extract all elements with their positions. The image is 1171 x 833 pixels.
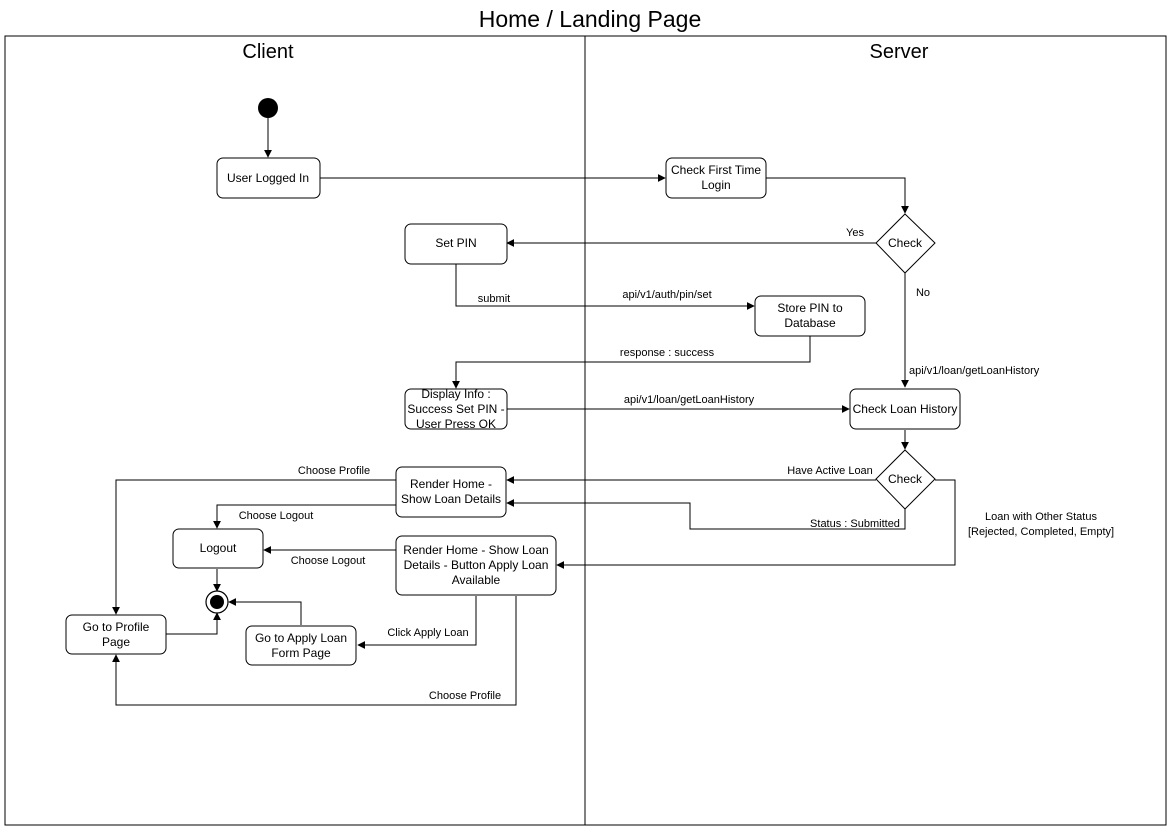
node-check-first-time-login: Check First Time Login: [665, 157, 767, 199]
edge-label-response-success: response : success: [620, 347, 715, 359]
node-render-home-apply-loan: Render Home - Show Loan Details - Button…: [395, 535, 557, 596]
node-render-home-apply-line-1: Render Home - Show Loan: [403, 543, 548, 557]
node-go-apply-loan-line-2: Form Page: [271, 646, 331, 660]
edge-label-choose-logout-mid: Choose Logout: [291, 555, 366, 567]
node-render-home-apply-line-3: Available: [452, 573, 501, 587]
edge-choose-logout-top: [213, 504, 396, 529]
node-check-loan-history-label: Check Loan History: [853, 402, 958, 416]
node-render-home-loan-details: Render Home - Show Loan Details: [395, 466, 507, 518]
node-go-apply-loan-line-1: Go to Apply Loan: [255, 631, 347, 645]
page-title: Home / Landing Page: [479, 6, 702, 32]
edge-status-submitted: [506, 499, 906, 530]
decision-first-time-label: Check: [888, 236, 923, 250]
edge-click-apply-loan: [357, 596, 477, 649]
node-go-profile-line-2: Page: [102, 635, 130, 649]
node-go-profile-line-1: Go to Profile: [83, 620, 150, 634]
edge-label-api-pin-set: api/v1/auth/pin/set: [622, 289, 711, 301]
node-set-pin-label: Set PIN: [435, 236, 476, 250]
node-logout-label: Logout: [200, 541, 237, 555]
node-check-loan-history: Check Loan History: [849, 388, 961, 430]
node-store-pin: Store PIN to Database: [754, 295, 866, 337]
edge-label-other-status-line-1: Loan with Other Status: [985, 511, 1097, 523]
edge-label-choose-profile-bottom: Choose Profile: [429, 690, 501, 702]
edge-profile-to-end: [166, 612, 221, 635]
edge-other-status: [556, 479, 956, 569]
edge-label-other-status-line-2: [Rejected, Completed, Empty]: [968, 526, 1114, 538]
start-node: [258, 98, 278, 118]
node-go-profile-page: Go to Profile Page: [65, 614, 167, 655]
node-render-home-details-line-1: Render Home -: [410, 477, 492, 491]
edge-store-pin-response: [452, 336, 811, 389]
node-display-info: Display Info : Success Set PIN - User Pr…: [404, 387, 508, 431]
node-render-home-details-line-2: Show Loan Details: [401, 492, 501, 506]
node-go-apply-loan-form: Go to Apply Loan Form Page: [245, 625, 357, 666]
node-store-pin-line-1: Store PIN to: [777, 301, 843, 315]
edge-set-pin-submit: [455, 264, 755, 310]
edge-label-submit: submit: [478, 293, 510, 305]
edge-labels: Yes No submit api/v1/auth/pin/set respon…: [239, 227, 1114, 702]
lane-title-server: Server: [870, 41, 929, 63]
node-check-first-time-line-1: Check First Time: [671, 163, 761, 177]
node-display-info-line-2: Success Set PIN -: [407, 402, 504, 416]
edge-label-have-active-loan: Have Active Loan: [787, 465, 873, 477]
edge-label-choose-profile-top: Choose Profile: [298, 465, 370, 477]
edge-check-first-to-decision: [766, 177, 909, 214]
node-user-logged-in-label: User Logged In: [227, 171, 309, 185]
node-user-logged-in: User Logged In: [216, 157, 321, 199]
lane-title-client: Client: [242, 41, 294, 63]
node-set-pin: Set PIN: [404, 223, 508, 265]
end-node: [205, 590, 229, 614]
node-display-info-line-1: Display Info :: [421, 387, 490, 401]
edge-apply-to-end: [228, 598, 302, 625]
node-check-first-time-line-2: Login: [701, 178, 730, 192]
decision-loan-status: Check: [875, 449, 936, 510]
edge-label-yes: Yes: [846, 227, 864, 239]
edge-label-api-loan-history-server: api/v1/loan/getLoanHistory: [909, 365, 1040, 377]
node-render-home-apply-line-2: Details - Button Apply Loan: [404, 558, 549, 572]
edge-label-api-loan-history-client: api/v1/loan/getLoanHistory: [624, 394, 755, 406]
node-display-info-line-3: User Press OK: [416, 417, 496, 431]
edge-label-no: No: [916, 287, 930, 299]
edges: [112, 118, 956, 706]
decision-loan-status-label: Check: [888, 472, 923, 486]
edge-label-status-submitted: Status : Submitted: [810, 518, 900, 530]
edge-label-click-apply-loan: Click Apply Loan: [387, 627, 468, 639]
node-logout: Logout: [172, 528, 264, 569]
edge-choose-profile-top: [112, 479, 396, 615]
node-store-pin-line-2: Database: [784, 316, 836, 330]
decision-first-time: Check: [875, 213, 936, 274]
edge-label-choose-logout-top: Choose Logout: [239, 510, 314, 522]
edge-choose-profile-bottom: [112, 596, 517, 706]
